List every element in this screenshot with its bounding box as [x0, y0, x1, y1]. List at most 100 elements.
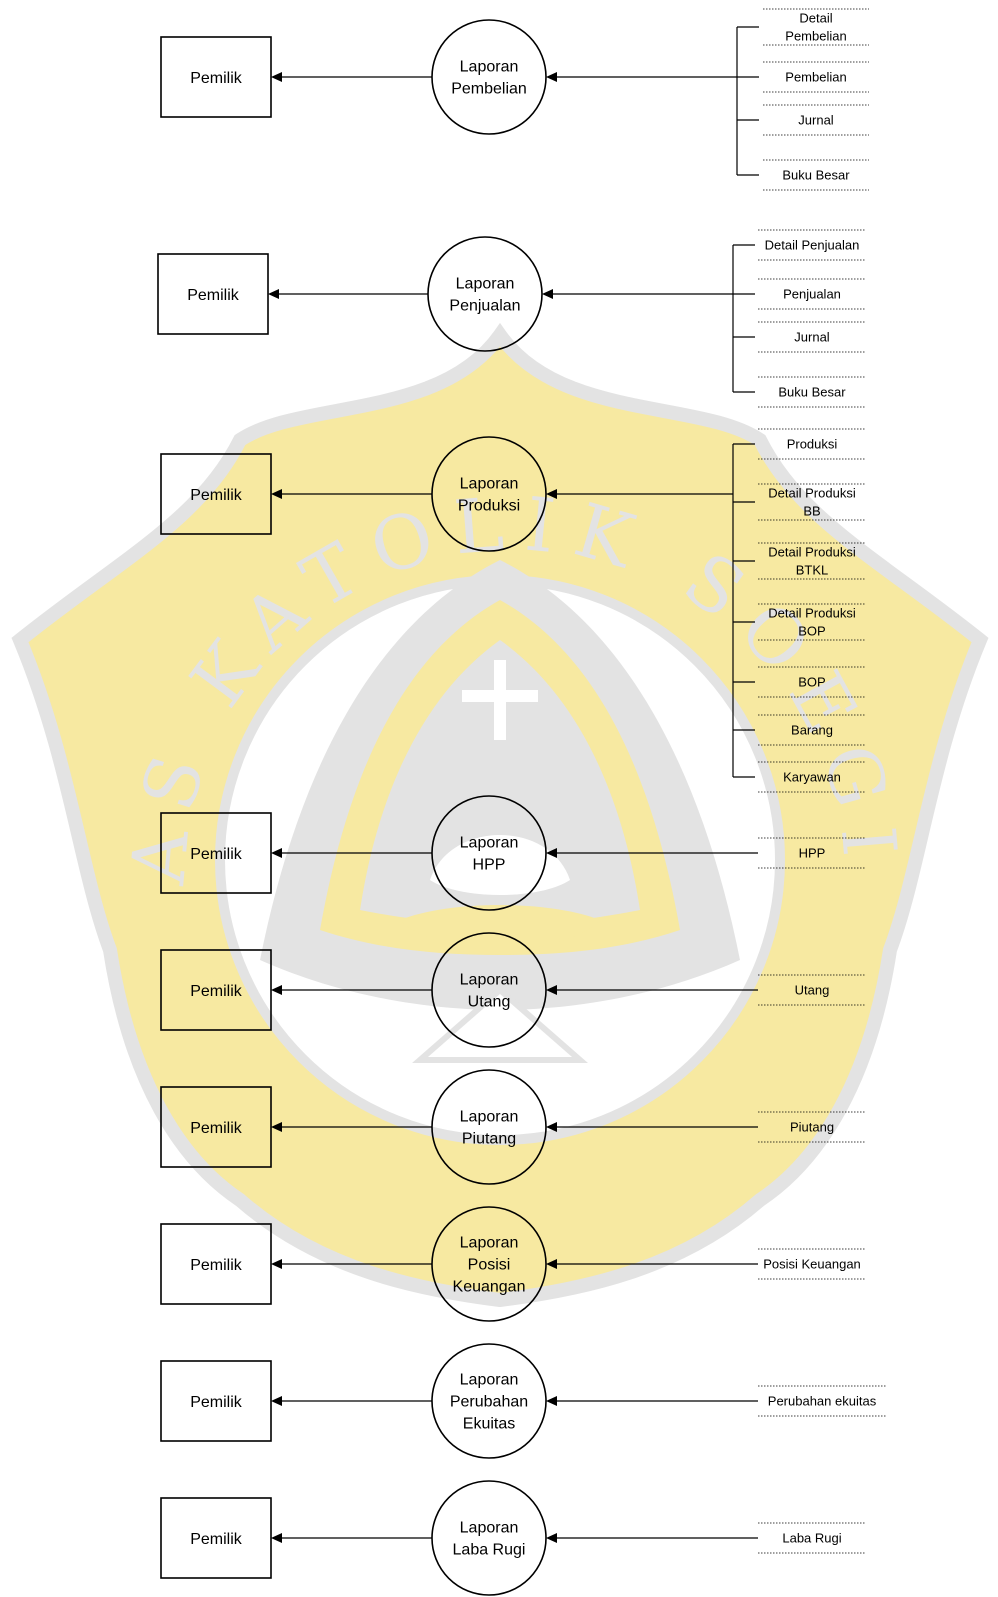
data-store-label: Detail Penjualan	[765, 238, 860, 253]
flow-arrowhead	[268, 289, 279, 299]
process-label-line: Laporan	[460, 1372, 519, 1389]
flow-arrowhead	[271, 1396, 282, 1406]
process-circle	[431, 436, 547, 552]
process-label-line: Laporan	[460, 1520, 519, 1537]
data-store-label: Jurnal	[798, 113, 834, 128]
data-store-label-line: Jurnal	[794, 330, 830, 345]
data-store-label: Buku Besar	[778, 385, 846, 400]
data-store-label-line: Buku Besar	[782, 168, 850, 183]
data-store-label: Barang	[791, 723, 833, 738]
entity-label: Pemilik	[190, 983, 243, 1000]
flow-arrowhead	[271, 1533, 282, 1543]
data-store-label: HPP	[799, 846, 826, 861]
process-label-line: Piutang	[462, 1131, 516, 1148]
entity-label: Pemilik	[190, 1531, 243, 1548]
flow-arrowhead	[542, 289, 553, 299]
process-label-line: Ekuitas	[463, 1416, 515, 1433]
entity-label: Pemilik	[190, 1394, 243, 1411]
process-label-line: Pembelian	[451, 81, 527, 98]
data-store-label-line: Detail	[799, 11, 832, 26]
flow-arrowhead	[271, 1122, 282, 1132]
process-circle	[431, 932, 547, 1048]
data-store-label-line: BTKL	[796, 563, 829, 578]
data-store-label: Jurnal	[794, 330, 830, 345]
process-label-line: Laporan	[460, 476, 519, 493]
entity-label: Pemilik	[190, 487, 243, 504]
data-store-label-line: HPP	[799, 846, 826, 861]
process-circle	[427, 236, 543, 352]
seal-lotus-shape	[11, 322, 989, 1308]
flow-arrowhead	[271, 72, 282, 82]
data-store-label-line: Posisi Keuangan	[763, 1257, 861, 1272]
data-store-label-line: BOP	[798, 675, 825, 690]
data-store-label: Penjualan	[783, 287, 841, 302]
data-store-label-line: Karyawan	[783, 770, 841, 785]
data-store-label-line: Perubahan ekuitas	[768, 1394, 877, 1409]
entity-label: Pemilik	[187, 287, 240, 304]
process-label-line: Perubahan	[450, 1394, 528, 1411]
data-store-label-line: BOP	[798, 624, 825, 639]
entity-label: Pemilik	[190, 846, 243, 863]
data-store-label-line: Detail Produksi	[768, 486, 856, 501]
data-store-label-line: Produksi	[787, 437, 838, 452]
data-store-label-line: Pembelian	[785, 70, 846, 85]
flow-arrowhead	[546, 489, 557, 499]
data-store-label-line: Detail Produksi	[768, 606, 856, 621]
process-label-line: Laporan	[460, 972, 519, 989]
flow-arrowhead	[546, 72, 557, 82]
entity-label: Pemilik	[190, 70, 243, 87]
process-label-line: Posisi	[468, 1257, 511, 1274]
data-store-label: Pembelian	[785, 70, 846, 85]
entity-label: Pemilik	[190, 1257, 243, 1274]
process-label-line: Keuangan	[453, 1279, 526, 1296]
flow-arrowhead	[546, 1122, 557, 1132]
entity-label: Pemilik	[190, 1120, 243, 1137]
flow-arrowhead	[271, 489, 282, 499]
process-label-line: Utang	[468, 994, 511, 1011]
data-store-label: Karyawan	[783, 770, 841, 785]
flow-arrowhead	[271, 1259, 282, 1269]
process-label-line: Laporan	[460, 1109, 519, 1126]
data-store-label: Laba Rugi	[782, 1531, 841, 1546]
process-label-line: Laporan	[460, 1235, 519, 1252]
flow-arrowhead	[546, 985, 557, 995]
data-store-label-line: Pembelian	[785, 29, 846, 44]
process-label-line: Laporan	[456, 276, 515, 293]
data-store-label: Posisi Keuangan	[763, 1257, 861, 1272]
data-store-label-line: Utang	[795, 983, 830, 998]
process-label-line: HPP	[473, 857, 506, 874]
data-store-label: Buku Besar	[782, 168, 850, 183]
data-store-label: Perubahan ekuitas	[768, 1394, 877, 1409]
data-store-label-line: Detail Produksi	[768, 545, 856, 560]
process-circle	[431, 1069, 547, 1185]
process-circle	[431, 19, 547, 135]
flow-arrowhead	[546, 1533, 557, 1543]
flow-arrowhead	[271, 985, 282, 995]
process-label-line: Laporan	[460, 835, 519, 852]
data-store-label-line: Buku Besar	[778, 385, 846, 400]
data-store-label-line: Barang	[791, 723, 833, 738]
data-store-label: Utang	[795, 983, 830, 998]
process-circle	[431, 1480, 547, 1596]
